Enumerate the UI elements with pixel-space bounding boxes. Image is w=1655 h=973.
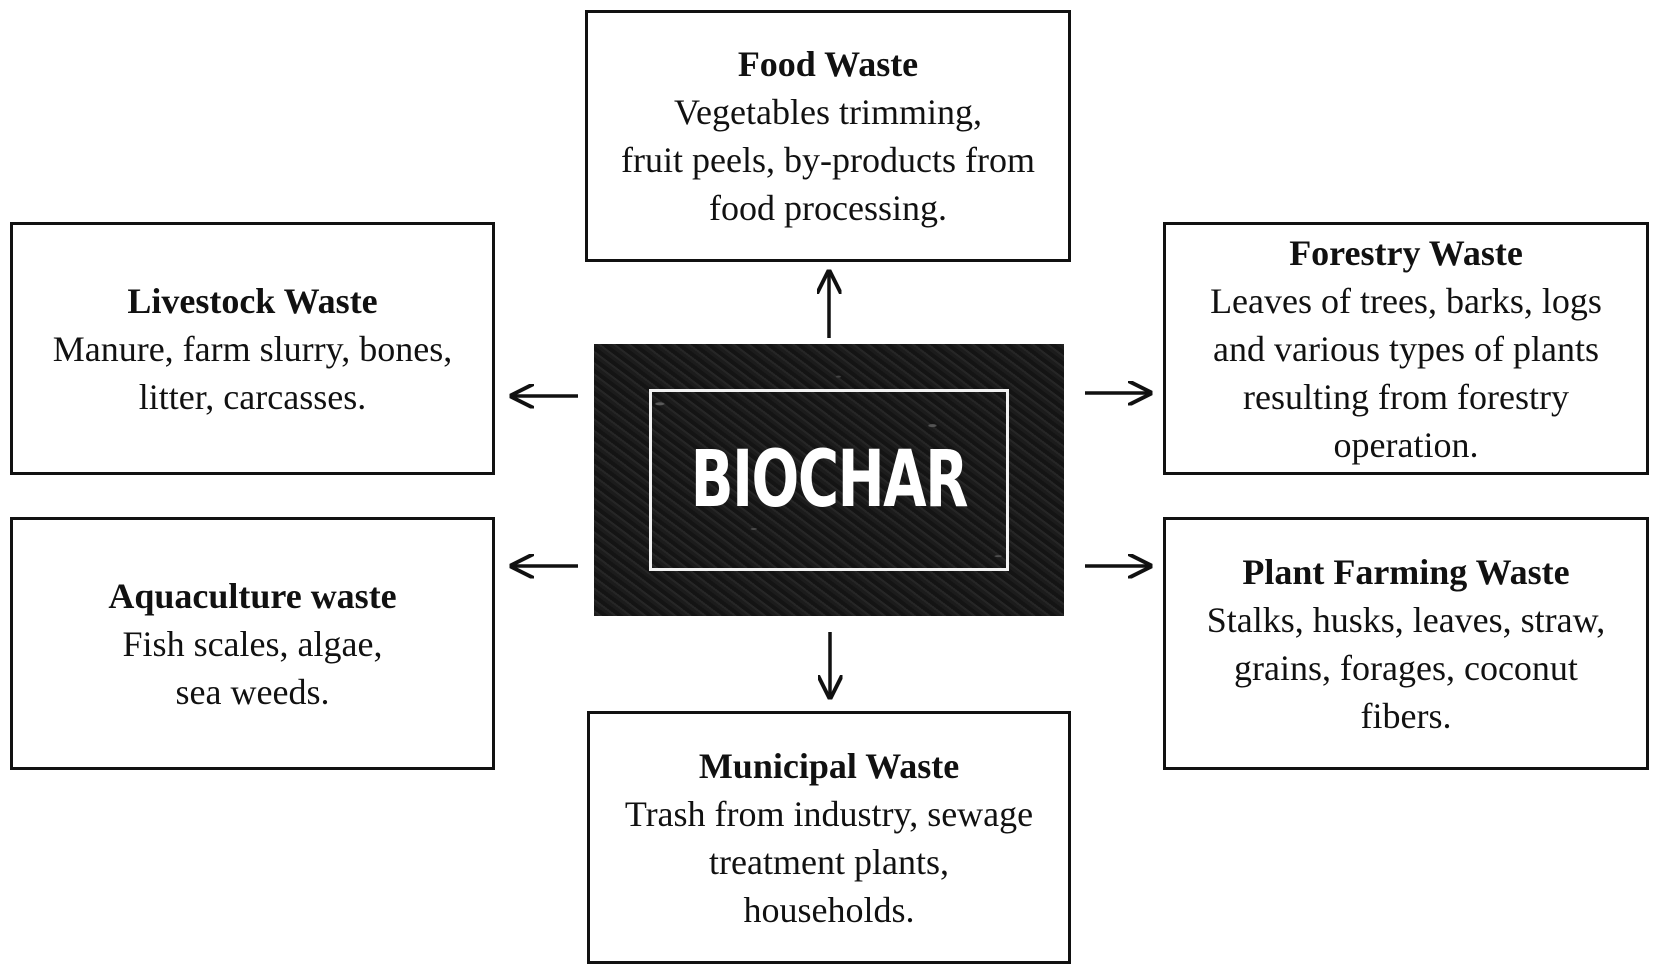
box-title: Municipal Waste bbox=[698, 745, 960, 786]
box-line: Manure, farm slurry, bones, bbox=[52, 328, 453, 369]
box-line: Leaves of trees, barks, logs bbox=[1210, 280, 1602, 321]
livestock-waste-box: Livestock Waste Manure, farm slurry, bon… bbox=[10, 222, 495, 475]
box-line: fibers. bbox=[1360, 695, 1452, 736]
box-line: fruit peels, by-products from bbox=[621, 140, 1035, 180]
box-line: Trash from industry, sewage bbox=[624, 793, 1034, 834]
box-line: Fish scales, algae, bbox=[122, 623, 383, 664]
food-waste-box: Food Waste Vegetables trimming, fruit pe… bbox=[585, 10, 1071, 262]
box-line: litter, carcasses. bbox=[138, 376, 367, 417]
forestry-waste-box: Forestry Waste Leaves of trees, barks, l… bbox=[1163, 222, 1649, 475]
box-title: Food Waste bbox=[737, 44, 919, 84]
box-line: food processing. bbox=[709, 188, 947, 228]
aquaculture-waste-box: Aquaculture waste Fish scales, algae, se… bbox=[10, 517, 495, 770]
box-line: households. bbox=[743, 889, 915, 930]
box-line: Vegetables trimming, bbox=[674, 92, 982, 132]
municipal-waste-box: Municipal Waste Trash from industry, sew… bbox=[587, 711, 1071, 964]
box-title: Aquaculture waste bbox=[108, 575, 397, 616]
box-line: treatment plants, bbox=[709, 841, 949, 882]
box-line: and various types of plants bbox=[1213, 328, 1599, 369]
biochar-frame: BIOCHAR bbox=[649, 389, 1009, 571]
box-title: Plant Farming Waste bbox=[1242, 551, 1570, 592]
plant-farming-waste-box: Plant Farming Waste Stalks, husks, leave… bbox=[1163, 517, 1649, 770]
box-title: Livestock Waste bbox=[127, 280, 378, 321]
box-line: resulting from forestry bbox=[1243, 376, 1569, 417]
box-title: Forestry Waste bbox=[1289, 232, 1523, 273]
biochar-image: BIOCHAR bbox=[594, 344, 1064, 616]
biochar-label: BIOCHAR bbox=[690, 435, 969, 525]
box-line: operation. bbox=[1333, 424, 1479, 465]
box-line: sea weeds. bbox=[175, 671, 330, 712]
box-line: Stalks, husks, leaves, straw, bbox=[1206, 599, 1606, 640]
box-line: grains, forages, coconut bbox=[1234, 647, 1578, 688]
